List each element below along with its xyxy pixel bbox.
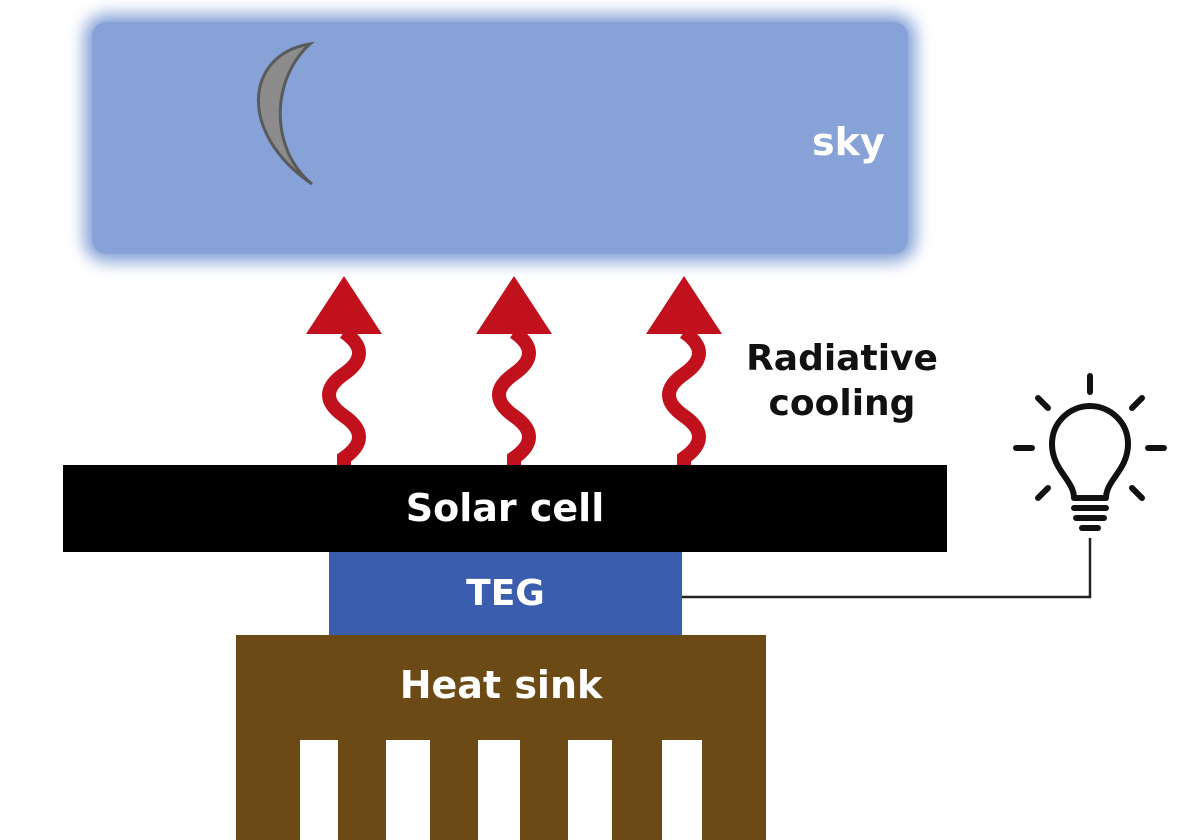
radiative-arrow-icon: [306, 276, 382, 472]
heat-sink-fin: [236, 740, 300, 840]
bulb-base: [1071, 505, 1109, 531]
arrow-head: [646, 276, 722, 334]
heat-sink-fin: [430, 740, 478, 840]
moon-shape: [257, 41, 315, 186]
solar-cell-block: Solar cell: [63, 465, 947, 552]
light-bulb-icon: [1013, 373, 1167, 531]
radiative-cooling-line-1: Radiative: [746, 338, 938, 379]
crescent-moon-icon: [257, 41, 315, 186]
heat-sink-fin: [612, 740, 662, 840]
sky-label: sky: [812, 120, 885, 164]
solar-cell-label: Solar cell: [405, 486, 605, 530]
arrow-head: [476, 276, 552, 334]
arrow-wave: [662, 326, 706, 472]
arrow-wave: [492, 326, 536, 472]
teg-block: TEG: [329, 552, 682, 635]
radiative-arrow-icon: [476, 276, 552, 472]
arrow-head: [306, 276, 382, 334]
wire-line: [682, 538, 1092, 599]
sky-region: [92, 22, 908, 254]
heat-sink-label: Heat sink: [399, 663, 603, 707]
heat-sink-fin: [702, 740, 766, 840]
arrow-wave: [322, 326, 366, 472]
radiative-cooling-label: Radiative cooling: [742, 336, 942, 426]
bulb-glass: [1049, 403, 1131, 501]
heat-sink-fin: [338, 740, 386, 840]
heat-sink-block: Heat sink: [236, 635, 766, 740]
heat-sink-fin: [520, 740, 568, 840]
bulb-rays: [1013, 373, 1167, 501]
radiative-cooling-line-2: cooling: [768, 383, 916, 424]
radiative-arrow-icon: [646, 276, 722, 472]
teg-label: TEG: [466, 573, 545, 614]
